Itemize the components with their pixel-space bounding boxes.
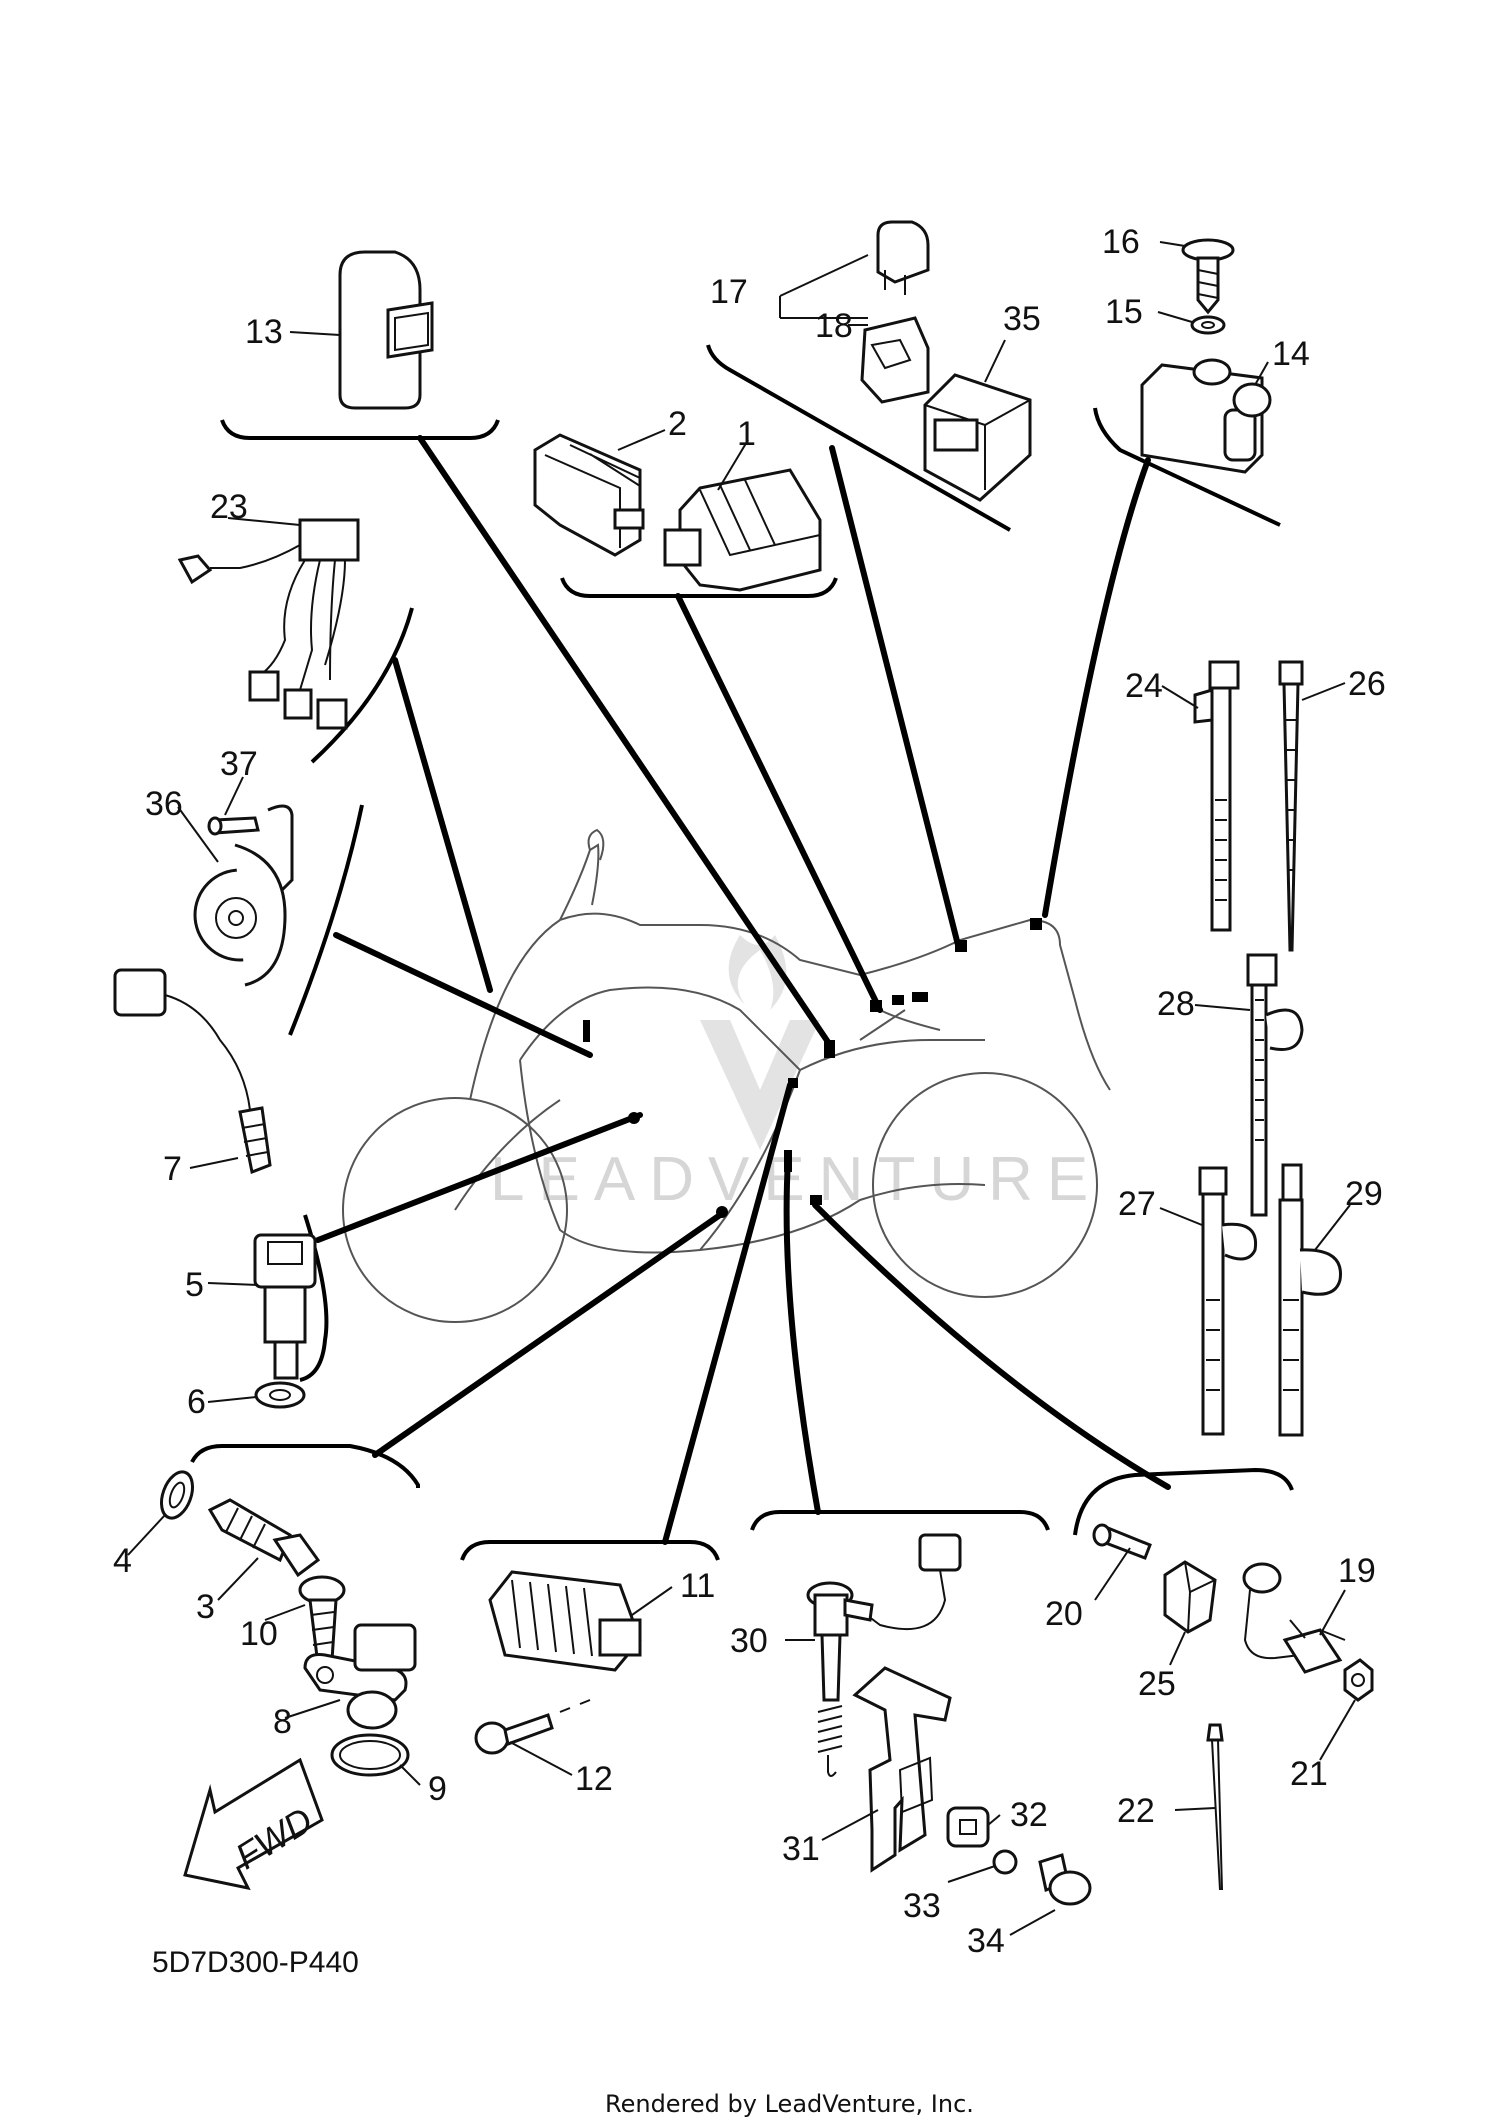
part-23-illustration (177, 518, 360, 730)
part-label-12: 12 (575, 1760, 613, 1798)
part-3-illustration (207, 1498, 321, 1578)
part-label-4: 4 (113, 1542, 132, 1580)
part-32-illustration (946, 1806, 990, 1848)
part-label-14: 14 (1272, 335, 1310, 373)
part-29-illustration (1278, 1163, 1342, 1437)
part-label-1: 1 (737, 415, 756, 453)
part-label-16: 16 (1102, 223, 1140, 261)
diagram-code: 5D7D300-P440 (152, 1946, 359, 1979)
part-label-35: 35 (1003, 300, 1041, 338)
part-9-illustration (330, 1733, 410, 1777)
part-28-illustration (1246, 953, 1304, 1217)
part-6-illustration (254, 1381, 306, 1409)
part-7-illustration (113, 968, 272, 1175)
rendered-by-footer: Rendered by LeadVenture, Inc. (605, 2090, 974, 2118)
part-label-36: 36 (145, 785, 183, 823)
part-label-8: 8 (273, 1703, 292, 1741)
part-12-illustration (474, 1699, 591, 1755)
part-24-illustration (1193, 660, 1240, 932)
part-label-28: 28 (1157, 985, 1195, 1023)
part-label-27: 27 (1118, 1185, 1156, 1223)
part-27-illustration (1198, 1166, 1258, 1436)
part-36-illustration (193, 804, 294, 987)
part-30-illustration (806, 1533, 962, 1777)
part-16-illustration (1181, 238, 1235, 315)
part-2-illustration (533, 433, 645, 557)
part-20-illustration (1092, 1523, 1152, 1560)
part-label-7: 7 (163, 1150, 182, 1188)
part-label-15: 15 (1105, 293, 1143, 331)
part-21-illustration (1343, 1658, 1374, 1702)
part-label-26: 26 (1348, 665, 1386, 703)
part-label-21: 21 (1290, 1755, 1328, 1793)
part-label-29: 29 (1345, 1175, 1383, 1213)
part-label-33: 33 (903, 1887, 941, 1925)
part-35-illustration (923, 373, 1032, 502)
watermark-text: LEADVENTURE (490, 1145, 1102, 1214)
watermark: LEADVENTURE (490, 935, 1102, 1214)
part-13-illustration (338, 250, 434, 410)
part-4-illustration (159, 1470, 195, 1520)
part-label-13: 13 (245, 313, 283, 351)
part-10-illustration (298, 1575, 346, 1668)
part-label-5: 5 (185, 1266, 204, 1304)
part-11-illustration (488, 1570, 642, 1672)
connection-nodes (583, 918, 1042, 1218)
part-label-6: 6 (187, 1383, 206, 1421)
part-8-illustration (303, 1623, 417, 1730)
part-label-22: 22 (1117, 1792, 1155, 1830)
part-label-20: 20 (1045, 1595, 1083, 1633)
part-26-illustration (1278, 660, 1304, 952)
part-19-illustration (1242, 1562, 1346, 1674)
part-22-illustration (1206, 1723, 1224, 1891)
part-label-10: 10 (240, 1615, 278, 1653)
leader-lines (127, 241, 1356, 1936)
part-37-illustration (207, 816, 260, 836)
part-1-illustration (663, 468, 822, 592)
part-label-11: 11 (680, 1567, 715, 1605)
part-label-19: 19 (1338, 1552, 1376, 1590)
part-label-9: 9 (428, 1770, 447, 1808)
part-label-31: 31 (782, 1830, 820, 1868)
part-label-23: 23 (210, 488, 248, 526)
part-label-32: 32 (1010, 1796, 1048, 1834)
part-label-17: 17 (710, 273, 748, 311)
part-34-illustration (1038, 1853, 1092, 1906)
part-labels: 1 2 3 4 5 6 7 8 9 10 11 12 13 14 15 16 1… (113, 223, 1386, 1960)
motorcycle-outline (342, 828, 1111, 1323)
part-label-24: 24 (1125, 667, 1163, 705)
part-label-30: 30 (730, 1622, 768, 1660)
part-14-illustration (1140, 358, 1272, 474)
callout-brackets (190, 344, 1294, 1561)
part-label-34: 34 (967, 1922, 1005, 1960)
part-15-illustration (1190, 315, 1226, 335)
fwd-arrow-icon: FWD (183, 1757, 324, 1891)
part-label-18: 18 (815, 307, 853, 345)
callout-lines (315, 435, 1171, 1545)
part-label-25: 25 (1138, 1665, 1176, 1703)
part-31-illustration (852, 1666, 952, 1873)
part-33-illustration (992, 1849, 1018, 1875)
part-17-illustration (876, 220, 930, 295)
part-label-3: 3 (196, 1588, 215, 1626)
part-18-illustration (860, 316, 930, 404)
part-label-2: 2 (668, 405, 687, 443)
part-label-37: 37 (220, 745, 258, 783)
part-25-illustration (1163, 1560, 1217, 1634)
part-5-illustration (253, 1233, 317, 1380)
